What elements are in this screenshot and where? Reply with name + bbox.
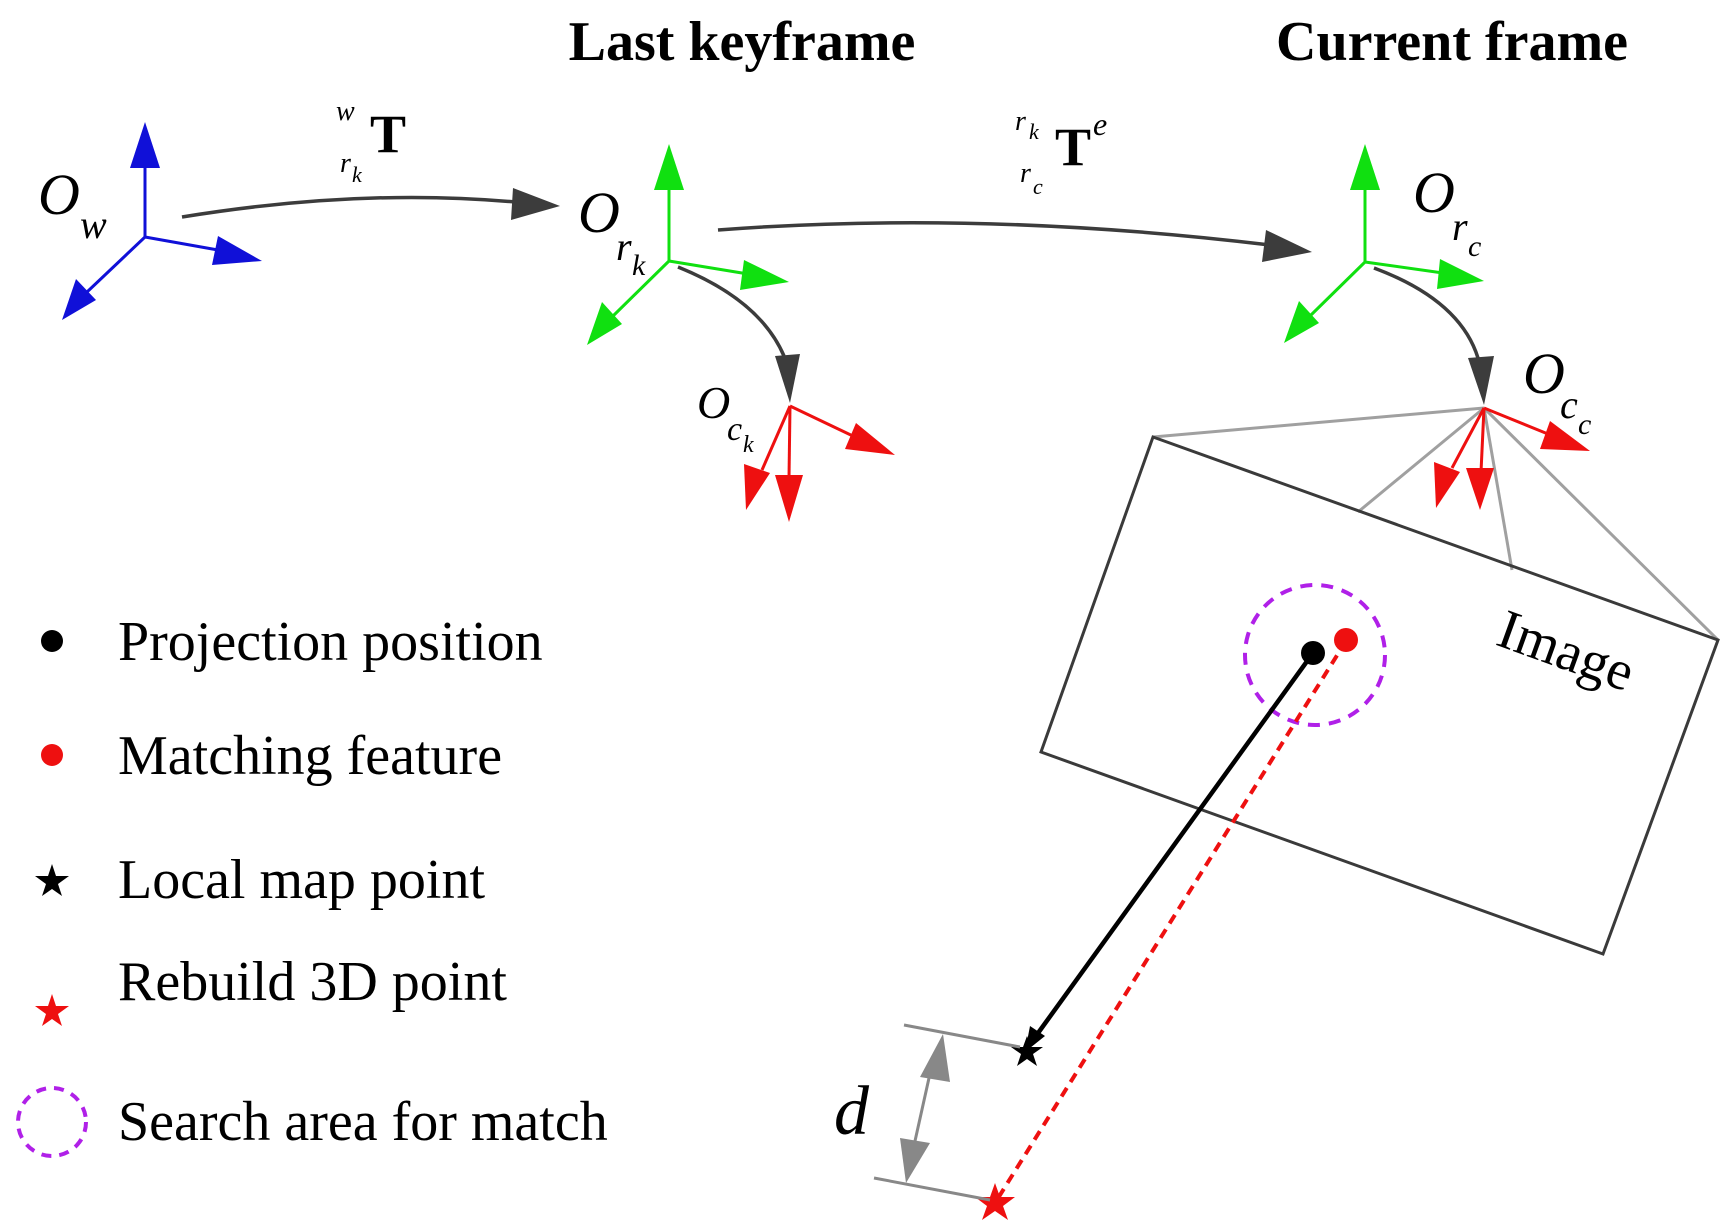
transform-world-to-keyframe: w T r k (181, 96, 560, 220)
current-ref-label: O r c (1413, 160, 1481, 263)
legend-item-matching: Matching feature (41, 725, 502, 787)
current-cam-label: O c c (1523, 341, 1591, 441)
svg-text:k: k (352, 162, 363, 187)
legend-item-rebuild: Rebuild 3D point (35, 951, 507, 1026)
svg-text:T: T (1055, 117, 1091, 177)
svg-text:w: w (80, 202, 107, 247)
legend-item-local-map: Local map point (35, 849, 485, 911)
distance-dimension: d (834, 1023, 1021, 1202)
current-cam-axes (1434, 406, 1590, 510)
svg-text:r: r (340, 148, 351, 179)
distance-label: d (834, 1073, 870, 1150)
svg-text:r: r (1452, 204, 1468, 249)
svg-text:O: O (1523, 341, 1565, 406)
current-frame-title: Current frame (1276, 11, 1628, 73)
legend-label: Local map point (118, 849, 485, 911)
world-frame-label: O w (38, 162, 107, 247)
image-plane (1039, 435, 1720, 956)
keyframe-ref-label: O r k (578, 180, 646, 282)
keyframe-cam-label: O c k (697, 377, 754, 458)
svg-text:c: c (727, 411, 742, 448)
svg-text:c: c (1033, 174, 1043, 199)
legend-dashed-circle-icon (16, 1086, 88, 1158)
svg-text:O: O (1413, 160, 1455, 225)
svg-text:w: w (336, 96, 355, 127)
svg-text:r: r (1015, 106, 1026, 137)
camera-frustum (1152, 406, 1720, 642)
rebuild-ray (993, 639, 1348, 1205)
svg-text:T: T (370, 104, 406, 164)
svg-text:c: c (1560, 382, 1578, 427)
transform-keyframe-to-current: r k T e r c (717, 106, 1312, 262)
legend-item-projection: Projection position (41, 611, 543, 673)
rebuild-3d-point-star (975, 1183, 1015, 1220)
local-map-point-star (1011, 1036, 1043, 1066)
svg-text:r: r (1020, 158, 1031, 189)
image-label: Image (1490, 598, 1643, 704)
legend-black-star-icon (35, 864, 69, 896)
projection-position-dot (1301, 641, 1325, 665)
last-keyframe-title: Last keyframe (569, 11, 916, 73)
svg-text:e: e (1093, 106, 1107, 142)
legend-label: Projection position (118, 611, 543, 673)
legend-label: Matching feature (118, 725, 502, 787)
legend-black-dot-icon (41, 630, 63, 652)
search-area-circle (1243, 583, 1387, 727)
svg-text:O: O (578, 180, 620, 245)
svg-text:c: c (1468, 230, 1481, 263)
keyframe-ref-axes (587, 144, 789, 345)
svg-text:k: k (743, 432, 754, 458)
world-frame-axes (62, 122, 262, 320)
keyframe-cam-axes (744, 404, 895, 522)
keyframe-ref-to-cam-arrow (677, 265, 786, 357)
svg-text:k: k (632, 249, 646, 282)
svg-text:r: r (616, 224, 632, 269)
current-ref-to-cam-arrow (1373, 266, 1480, 359)
matching-feature-dot (1334, 628, 1358, 652)
legend-label: Search area for match (118, 1091, 608, 1153)
svg-text:O: O (38, 162, 80, 227)
projection-ray (1031, 651, 1315, 1042)
svg-text:c: c (1578, 408, 1591, 441)
legend-red-dot-icon (41, 744, 63, 766)
legend-label: Rebuild 3D point (118, 951, 507, 1013)
svg-text:k: k (1029, 119, 1040, 144)
svg-text:O: O (697, 377, 730, 428)
legend-red-star-icon (35, 994, 69, 1026)
legend: Projection position Matching feature Loc… (16, 611, 608, 1158)
current-ref-axes (1284, 144, 1484, 343)
legend-item-search: Search area for match (16, 1086, 608, 1158)
